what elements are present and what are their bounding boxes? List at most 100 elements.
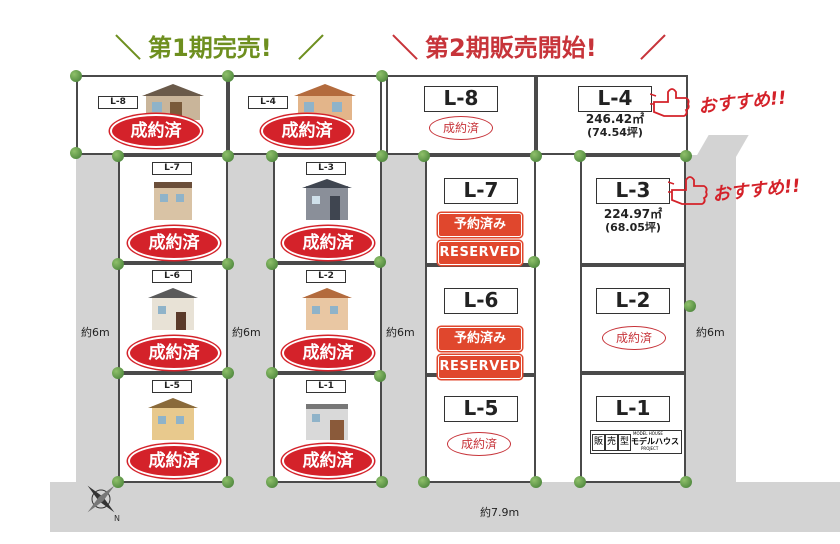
lot-label: L-8 bbox=[98, 96, 138, 109]
tree-icon bbox=[530, 476, 542, 488]
house-illustration bbox=[300, 286, 354, 332]
tree-icon bbox=[528, 256, 540, 268]
tree-icon bbox=[266, 367, 278, 379]
lot-area-tsubo: (68.05坪) bbox=[605, 221, 661, 234]
road-col2 bbox=[228, 155, 273, 483]
lot-L2-phase2[interactable] bbox=[580, 265, 686, 373]
sold-badge: 成約済 bbox=[282, 226, 374, 260]
lot-label: L-6 bbox=[152, 270, 192, 283]
road-col1 bbox=[76, 155, 118, 483]
model-house-sub: PROJECT bbox=[641, 446, 659, 451]
lot-label: L-1 bbox=[596, 396, 670, 422]
lot-label: L-7 bbox=[152, 162, 192, 175]
tree-icon bbox=[680, 476, 692, 488]
tree-icon bbox=[266, 476, 278, 488]
tree-icon bbox=[112, 258, 124, 270]
road-bottom bbox=[50, 482, 840, 532]
tree-icon bbox=[70, 70, 82, 82]
lot-label: L-5 bbox=[444, 396, 518, 422]
sold-badge: 成約済 bbox=[282, 336, 374, 370]
road-width-col4: 約6m bbox=[696, 326, 725, 339]
lot-label: L-4 bbox=[248, 96, 288, 109]
compass-rose-icon bbox=[80, 478, 122, 520]
heading-phase1-slash-right: ／ bbox=[298, 34, 325, 64]
heading-phase2: 第2期販売開始! bbox=[425, 34, 597, 62]
lot-label: L-4 bbox=[578, 86, 652, 112]
tree-icon bbox=[376, 476, 388, 488]
tree-icon bbox=[266, 150, 278, 162]
tree-icon bbox=[374, 256, 386, 268]
house-illustration bbox=[300, 396, 354, 442]
tree-icon bbox=[418, 476, 430, 488]
thumbs-pointing-hand-icon bbox=[649, 82, 692, 122]
model-house-label: モデルハウス bbox=[631, 437, 679, 446]
lot-area-sqm: 246.42㎡ bbox=[585, 112, 645, 126]
model-house-badge: 販 売 型 MODEL HOUSE モデルハウス PROJECT bbox=[590, 430, 682, 454]
house-illustration bbox=[300, 178, 354, 222]
lot-L1-phase2[interactable] bbox=[580, 373, 686, 483]
model-house-char: 販 bbox=[592, 434, 605, 451]
thumbs-pointing-hand-icon bbox=[667, 170, 710, 210]
tree-icon bbox=[112, 150, 124, 162]
sold-badge: 成約済 bbox=[128, 226, 220, 260]
lot-label: L-6 bbox=[444, 288, 518, 314]
lot-label: L-1 bbox=[306, 380, 346, 393]
lot-label: L-5 bbox=[152, 380, 192, 393]
tree-icon bbox=[222, 150, 234, 162]
tree-icon bbox=[376, 70, 388, 82]
recommend-note: おすすめ!! bbox=[697, 87, 788, 118]
road-width-col3: 約6m bbox=[386, 326, 415, 339]
sold-stamp: 成約済 bbox=[447, 432, 511, 456]
tree-icon bbox=[680, 150, 692, 162]
house-illustration bbox=[146, 286, 200, 332]
lot-L3-phase2[interactable] bbox=[580, 155, 686, 265]
sold-badge: 成約済 bbox=[128, 336, 220, 370]
sold-stamp: 成約済 bbox=[602, 326, 666, 350]
lot-label: L-3 bbox=[306, 162, 346, 175]
heading-phase2-slash-left: ＼ bbox=[392, 34, 419, 64]
sold-badge: 成約済 bbox=[128, 444, 220, 478]
sold-badge: 成約済 bbox=[261, 114, 353, 148]
road-width-bottom: 約7.9m bbox=[480, 506, 520, 519]
model-house-small: MODEL HOUSE bbox=[633, 431, 663, 436]
tree-icon bbox=[266, 258, 278, 270]
heading-phase1-slash-left: ＼ bbox=[115, 34, 142, 64]
lot-L5-phase2[interactable] bbox=[425, 375, 536, 483]
road-col3 bbox=[382, 155, 425, 483]
road-width-col1: 約6m bbox=[81, 326, 110, 339]
sold-badge: 成約済 bbox=[110, 114, 202, 148]
road-col4 bbox=[686, 155, 736, 483]
sold-stamp: 成約済 bbox=[429, 116, 493, 140]
tree-icon bbox=[684, 300, 696, 312]
lot-label: L-8 bbox=[424, 86, 498, 112]
tree-icon bbox=[222, 367, 234, 379]
heading-phase1: 第1期完売! bbox=[148, 34, 272, 62]
model-house-char: 型 bbox=[618, 434, 631, 451]
tree-icon bbox=[574, 150, 586, 162]
lot-label: L-7 bbox=[444, 178, 518, 204]
model-house-char: 売 bbox=[605, 434, 618, 451]
tree-icon bbox=[70, 147, 82, 159]
tree-icon bbox=[374, 370, 386, 382]
reserved-badge-jp: 予約済み bbox=[438, 327, 522, 351]
lot-area-tsubo: (74.54坪) bbox=[587, 126, 643, 139]
tree-icon bbox=[222, 258, 234, 270]
sold-badge: 成約済 bbox=[282, 444, 374, 478]
lot-area-sqm: 224.97㎡ bbox=[603, 207, 663, 221]
lot-label: L-2 bbox=[596, 288, 670, 314]
tree-icon bbox=[222, 70, 234, 82]
tree-icon bbox=[222, 476, 234, 488]
compass-north-mark: N bbox=[114, 514, 120, 523]
road-diagonal bbox=[691, 135, 749, 165]
reserved-badge-jp: 予約済み bbox=[438, 213, 522, 237]
reserved-badge-en: RESERVED bbox=[438, 241, 522, 265]
road-width-col2: 約6m bbox=[232, 326, 261, 339]
tree-icon bbox=[112, 476, 124, 488]
heading-phase2-slash-right: ／ bbox=[640, 34, 667, 64]
house-illustration bbox=[146, 396, 200, 442]
tree-icon bbox=[574, 476, 586, 488]
house-illustration bbox=[146, 178, 200, 222]
tree-icon bbox=[418, 150, 430, 162]
lot-label: L-2 bbox=[306, 270, 346, 283]
tree-icon bbox=[530, 150, 542, 162]
